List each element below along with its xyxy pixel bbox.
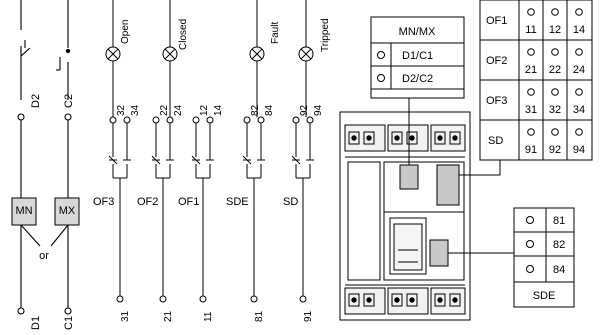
of3-terminal-34: 34	[573, 104, 585, 116]
mx-coil: MX	[54, 197, 80, 226]
terminal-c2-label: C2	[63, 94, 75, 108]
of2-terminal-21: 21	[525, 64, 537, 76]
sd-bottom-terminal: 91	[303, 310, 314, 322]
sd-terminal-92: 92	[549, 144, 561, 156]
lamp-wires	[112, 0, 307, 117]
lamp-open: Open	[105, 20, 131, 62]
sde-terminal-81: 81	[553, 215, 565, 227]
sde-top-right-terminal: 84	[264, 104, 275, 116]
of2-terminal-22: 22	[549, 64, 561, 76]
mn-mx-terminal-table: MN/MX D1/C1 D2/C2	[370, 16, 465, 99]
terminal-d1-label: D1	[30, 316, 42, 330]
lamp-fault-label: Fault	[270, 22, 281, 44]
sde-terminal-82: 82	[553, 239, 565, 251]
of1-top-left-terminal: 12	[199, 104, 210, 116]
lamp-tripped: Tripped	[298, 18, 331, 62]
mn-mx-table-title: MN/MX	[399, 26, 436, 38]
lamp-open-label: Open	[120, 20, 131, 44]
of2-row-label: OF2	[486, 55, 507, 67]
sde-terminal-table: 81 82 84 SDE	[513, 207, 575, 308]
lamp-tripped-label: Tripped	[320, 18, 331, 52]
lamp-fault: Fault	[249, 22, 281, 62]
mx-coil-label: MX	[59, 205, 76, 217]
mn-coil: MN	[11, 197, 37, 226]
of3-row-label: OF3	[486, 95, 507, 107]
mn-coil-label: MN	[15, 205, 32, 217]
of3-contact-label: OF3	[93, 196, 114, 208]
contact-group-of1: 12 14 OF1 11	[178, 104, 224, 322]
coil-circuits	[17, 0, 72, 315]
of1-contact-label: OF1	[178, 196, 199, 208]
of1-terminal-14: 14	[573, 24, 585, 36]
sde-bottom-terminal: 81	[254, 310, 265, 322]
of1-terminal-11: 11	[525, 24, 536, 36]
contact-group-of2: 22 24 OF2 21	[137, 104, 184, 322]
lamp-closed: Closed	[162, 19, 189, 62]
of1-top-right-terminal: 14	[213, 104, 224, 116]
of3-top-left-terminal: 32	[116, 104, 127, 116]
of3-bottom-terminal: 31	[120, 310, 131, 322]
sd-contact-label: SD	[283, 196, 298, 208]
sd-terminal-91: 91	[525, 144, 537, 156]
terminal-c1-label: C1	[63, 316, 75, 330]
of2-top-right-terminal: 24	[173, 104, 184, 116]
of1-row-label: OF1	[486, 15, 507, 27]
terminal-d2-label: D2	[30, 94, 42, 108]
sde-table-label: SDE	[533, 290, 556, 302]
contact-group-sd: 92 94 SD 91	[283, 104, 324, 322]
lamp-closed-label: Closed	[178, 19, 189, 50]
of2-top-left-terminal: 22	[159, 104, 170, 116]
mn-mx-row-d1c1: D1/C1	[402, 50, 433, 62]
of3-terminal-31: 31	[525, 104, 537, 116]
of1-bottom-terminal: 11	[203, 311, 214, 322]
sd-top-right-terminal: 94	[313, 104, 324, 116]
sd-top-left-terminal: 92	[299, 104, 310, 116]
of3-top-right-terminal: 34	[130, 104, 141, 116]
of2-bottom-terminal: 21	[163, 310, 174, 322]
of3-terminal-32: 32	[549, 104, 561, 116]
sde-contact-label: SDE	[226, 196, 249, 208]
of1-terminal-12: 12	[549, 24, 561, 36]
sd-terminal-94: 94	[573, 144, 585, 156]
sde-top-left-terminal: 82	[250, 104, 261, 116]
contact-group-of3: 32 34 OF3 31	[93, 104, 141, 322]
sd-row-label: SD	[488, 135, 503, 147]
sde-terminal-84: 84	[553, 264, 565, 276]
of2-terminal-24: 24	[573, 64, 585, 76]
of-sd-terminal-table: OF1 11 12 14 OF2 21 22 24 OF3 31 32 34 S…	[479, 0, 593, 161]
mn-mx-row-d2c2: D2/C2	[402, 73, 433, 85]
of2-contact-label: OF2	[137, 196, 158, 208]
contact-group-sde: 82 84 SDE 81	[226, 104, 275, 322]
circuit-breaker	[339, 98, 514, 321]
or-label: or	[39, 250, 49, 262]
